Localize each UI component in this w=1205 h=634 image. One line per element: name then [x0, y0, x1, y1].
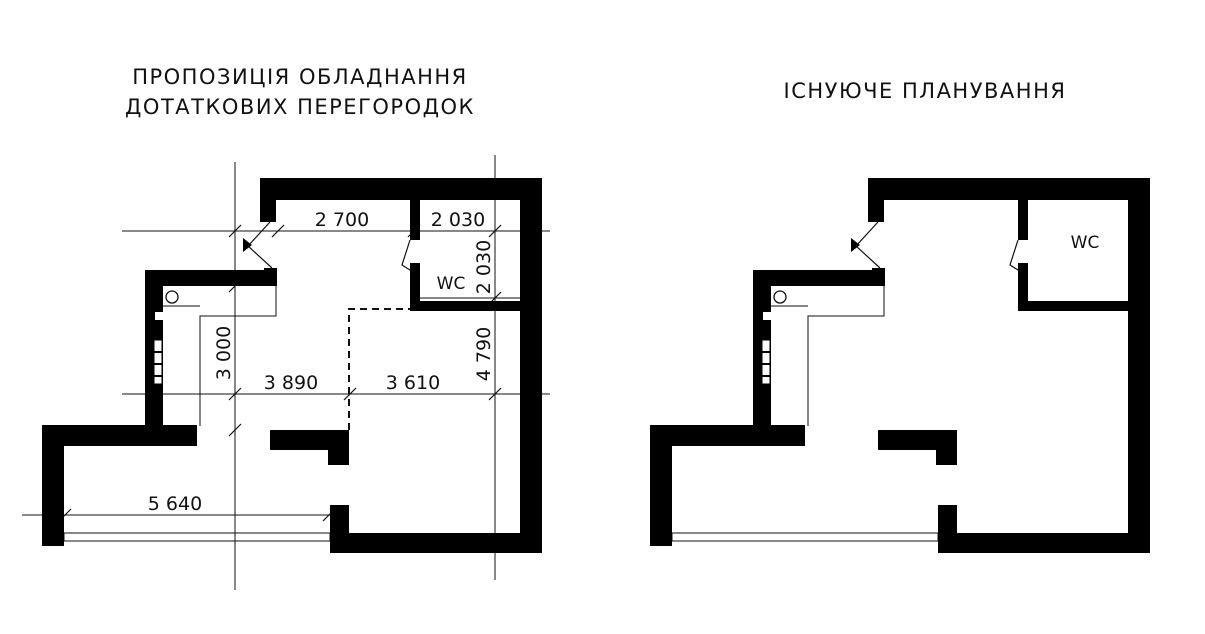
tick: [488, 224, 502, 238]
outer-wall-bottom-left: [42, 425, 197, 546]
proposal-fixtures: [153, 290, 179, 385]
radiator-icon: [153, 339, 163, 385]
partition-jamb: [936, 430, 957, 465]
wall-mid-horizontal: [145, 270, 277, 286]
proposal-title-line1: ПРОПОЗИЦІЯ ОБЛАДНАННЯ: [132, 65, 468, 89]
wall-door-jamb: [872, 268, 885, 286]
proposal-axis-lines: [22, 155, 550, 590]
existing-fixtures: [761, 290, 787, 385]
wall-mid-horizontal: [753, 270, 885, 286]
tick: [228, 224, 242, 238]
wc-wall-bottom: [1018, 301, 1128, 311]
outer-wall-top-right: [868, 178, 1150, 553]
wc-wall-bottom: [410, 301, 520, 311]
dim-wc-width: 2 030: [431, 209, 485, 231]
proposal-title-line2: ДОТАТКОВИХ ПЕРЕГОРОДОК: [125, 95, 475, 119]
counter-outline: [807, 285, 885, 426]
window-sill: [671, 532, 939, 542]
wall-notch: [155, 312, 163, 320]
existing-title: ІСНУЮЧЕ ПЛАНУВАННЯ: [783, 79, 1067, 103]
tick: [228, 387, 242, 401]
proposal-title: ПРОПОЗИЦІЯ ОБЛАДНАННЯ ДОТАТКОВИХ ПЕРЕГОР…: [95, 62, 505, 122]
riser-circle-icon: [165, 290, 179, 304]
entrance-arrow-icon: [243, 238, 252, 252]
wc-wall-lower: [1018, 263, 1028, 311]
tick: [488, 387, 502, 401]
tick: [228, 423, 242, 437]
tick: [271, 224, 285, 238]
existing-entrance-door-icon: [851, 221, 881, 269]
existing-thin-outlines: [671, 285, 939, 542]
proposal-walls: [42, 178, 542, 553]
wall-notch: [763, 312, 771, 320]
counter-outline: [199, 285, 277, 426]
dim-left-depth: 3 000: [213, 326, 235, 380]
existing-wc-label: WC: [1071, 233, 1100, 253]
wall-door-jamb: [264, 268, 277, 286]
dim-middle-right: 3 610: [386, 372, 440, 394]
existing-wc-door-icon: [1009, 239, 1019, 271]
outer-wall-bottom-left: [650, 425, 805, 546]
proposal-wc-label: WC: [437, 274, 466, 294]
entrance-arrow-icon: [851, 238, 860, 252]
wc-wall-upper: [1018, 200, 1028, 240]
proposal-wc-door-icon: [401, 239, 411, 271]
wc-wall-lower: [410, 263, 420, 311]
wall-top-left-stub: [260, 178, 276, 222]
dim-right-depth: 4 790: [473, 327, 495, 381]
wc-wall-upper: [410, 200, 420, 240]
window-sill: [63, 532, 331, 542]
dim-bottom-width: 5 640: [148, 493, 202, 515]
existing-plan: WC: [650, 178, 1150, 553]
radiator-icon: [761, 339, 771, 385]
dim-wc-depth: 2 030: [473, 240, 495, 294]
proposed-partition-dashed: [348, 308, 410, 430]
dim-middle-left: 3 890: [264, 372, 318, 394]
dim-top-width: 2 700: [315, 209, 369, 231]
partition-jamb: [328, 430, 349, 465]
riser-circle-icon: [773, 290, 787, 304]
proposal-entrance-door-icon: [243, 221, 273, 269]
proposal-plan: 2 700 2 030 2 030 3 000 3 890 3 610 4 79…: [22, 155, 550, 590]
outer-wall-top-right: [260, 178, 542, 553]
